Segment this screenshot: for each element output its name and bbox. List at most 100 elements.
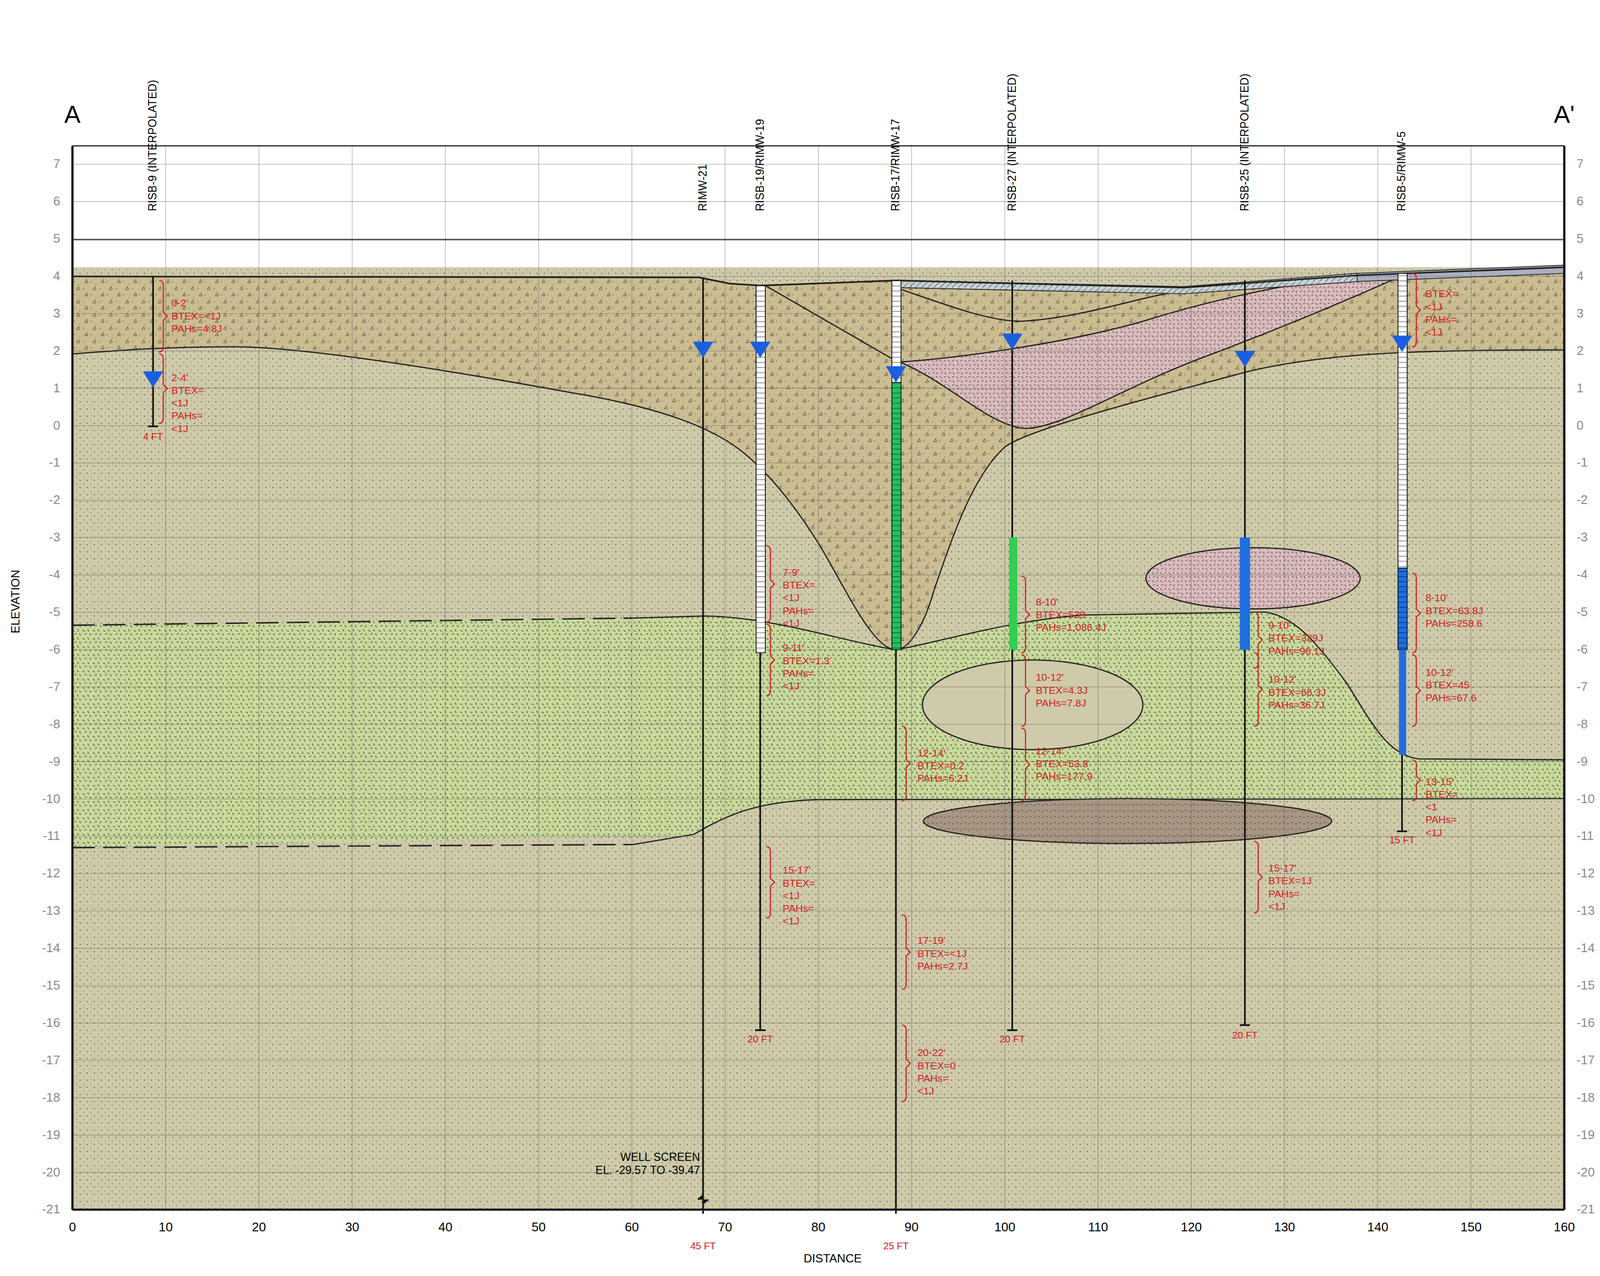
elevation-tick: -10 [41,791,61,807]
elevation-tick: -6 [1576,641,1588,657]
elevation-tick: -2 [49,492,61,508]
boring-depth: 15 FT [1389,834,1415,846]
elevation-tick: -16 [1576,1015,1596,1031]
sample-result: 2-4' BTEX=<1J PAHs=<1J [171,371,204,436]
distance-tick: 110 [1088,1219,1109,1235]
sample-result: 17-19' BTEX=<1J PAHs=2.7J [917,934,968,973]
elevation-tick: 7 [53,156,61,172]
sample-result: 8-10' BTEX=539 PAHs=1,086.4J [1035,595,1107,635]
boring-depth: 20 FT [747,1033,773,1045]
distance-tick: 60 [624,1219,640,1235]
grid-line [818,145,819,1210]
distance-tick: 150 [1460,1219,1482,1235]
elevation-tick: 4 [53,268,61,284]
elevation-tick: 5 [1576,231,1584,247]
axis-title: ELEVATION [8,570,23,634]
sample-bracket [902,914,911,990]
grid-line [72,948,1565,949]
grid [72,145,1565,1210]
section-end: A' [1553,100,1575,130]
sample-result: 12-14' BTEX=0.2 PAHs=6.2J [917,746,968,786]
elevation-tick: -11 [42,828,61,844]
elevation-tick: -4 [49,567,61,583]
grid-line [72,201,1565,203]
sample-result: 15-17' BTEX=1J PAHs=<1J [1268,861,1312,913]
sample-bracket [1412,273,1421,347]
boring-depth: 20 FT [999,1033,1025,1045]
elevation-tick: -9 [49,754,61,770]
sample-bracket [159,353,168,424]
wells [148,273,1408,1214]
elevation-tick: -7 [49,679,61,695]
distance-tick: 10 [158,1219,173,1235]
elevation-tick: -21 [41,1202,61,1218]
water-level [1002,333,1023,351]
sample-result: BTEX=<1J PAHs=<1J [1425,287,1459,339]
elevation-tick: -15 [41,977,61,994]
grid-line [72,910,1565,912]
axis-title: DISTANCE [803,1251,862,1266]
water-level [1234,351,1256,368]
elevation-tick: -21 [1576,1202,1596,1218]
grid-line [72,387,1565,389]
elevation-tick: -3 [1576,530,1588,546]
distance-tick: 160 [1553,1219,1575,1235]
grid-line [72,164,1565,165]
grid-line [72,1172,1565,1173]
grid-line [72,686,1565,688]
grid-line [72,798,1565,800]
distance-tick: 50 [531,1219,546,1235]
grid-line [258,145,260,1210]
elevation-tick: 2 [53,343,61,359]
elevation-tick: -20 [1576,1164,1596,1180]
elevation-tick: 5 [53,231,61,247]
water-level [692,341,714,359]
grid-line [72,761,1565,762]
grid-line [72,612,1565,613]
grid-line [72,313,1565,314]
grid-line [911,145,912,1210]
elevation-tick: -5 [49,604,61,620]
elevation-tick: 2 [1576,343,1584,359]
sample-result: 10-12' BTEX=66.3J PAHs=36.7J [1268,673,1326,712]
distance-tick: 90 [904,1219,919,1235]
frame [72,145,1565,1210]
sample-result: 9-11' BTEX=1.3 PAHs=<1J [782,641,830,693]
distance-tick: 40 [438,1219,453,1235]
elevation-tick: 0 [1576,418,1584,434]
grid-line [538,145,539,1210]
elevation-tick: -5 [1576,604,1588,620]
elevation-tick: -11 [1576,828,1595,844]
grid-line [72,1060,1565,1061]
elevation-tick: 0 [53,418,61,434]
grid-line [72,238,1565,239]
elevation-tick: -12 [41,866,61,882]
sample-bracket [766,624,775,696]
elevation-tick: -18 [1576,1090,1596,1106]
water-level [885,366,907,383]
boring-label: RISB-27 (INTERPOLATED) [1005,73,1020,212]
sample-bracket [1254,841,1263,913]
distance-tick: 100 [994,1219,1016,1235]
sample-bracket [766,545,775,623]
grid-line [72,1097,1565,1098]
grid-line [72,462,1565,464]
sample-result: 13-15' BTEX=<1 PAHs=<1J [1425,775,1459,840]
elevation-tick: -10 [1576,791,1596,807]
elevation-tick: -13 [41,903,61,919]
grid-line [72,500,1565,501]
distance-tick: 20 [252,1219,267,1235]
elevation-tick: 1 [1576,380,1584,396]
grid-line [352,145,353,1210]
water-level [142,371,164,388]
elevation-tick: -13 [1576,903,1596,919]
elevation-tick: -1 [49,455,61,471]
sample-bracket [1254,652,1263,726]
sample-brackets [159,273,1421,1102]
grid-line [1191,145,1192,1210]
sample-result: 12-14' BTEX=53.8 PAHs=177.9 [1035,744,1093,784]
grid-line [72,425,1565,426]
boring-depth: 25 FT [883,1240,909,1252]
boring-label: RIMW-21 [696,164,710,212]
